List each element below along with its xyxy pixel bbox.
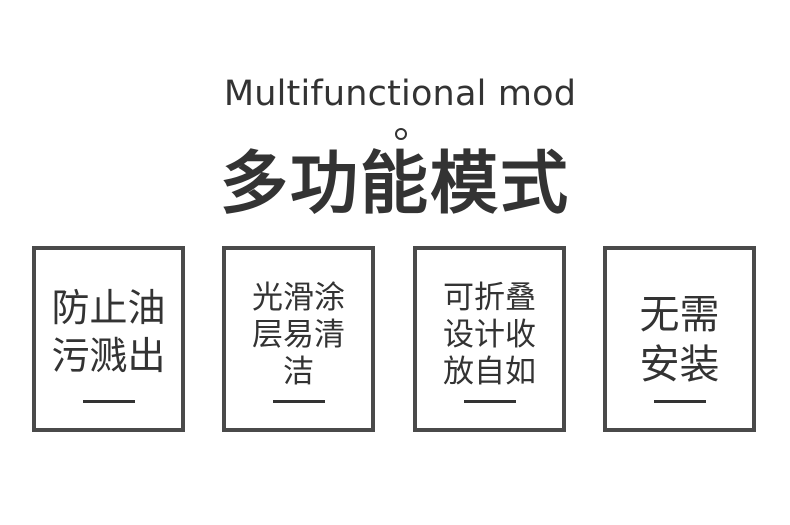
feature-card-label: 无需 安装 xyxy=(639,292,720,388)
feature-card-oil-splash: 防止油 污溅出 xyxy=(32,246,185,432)
feature-card-foldable: 可折叠 设计收 放自如 xyxy=(413,246,566,432)
card-divider xyxy=(653,400,706,403)
feature-card-easy-clean: 光滑涂 层易清 洁 xyxy=(222,246,375,432)
feature-card-label: 防止油 污溅出 xyxy=(51,286,166,378)
feature-card-no-install: 无需 安装 xyxy=(603,246,756,432)
card-divider xyxy=(463,400,516,403)
english-subtitle: Multifunctional mod xyxy=(223,74,577,114)
card-divider xyxy=(272,400,325,403)
feature-card-label: 可折叠 设计收 放自如 xyxy=(443,280,536,390)
card-divider xyxy=(82,400,135,403)
mouse-cursor-icon xyxy=(395,128,407,140)
page-title: 多功能模式 xyxy=(219,145,570,224)
feature-card-label: 光滑涂 层易清 洁 xyxy=(252,280,345,390)
